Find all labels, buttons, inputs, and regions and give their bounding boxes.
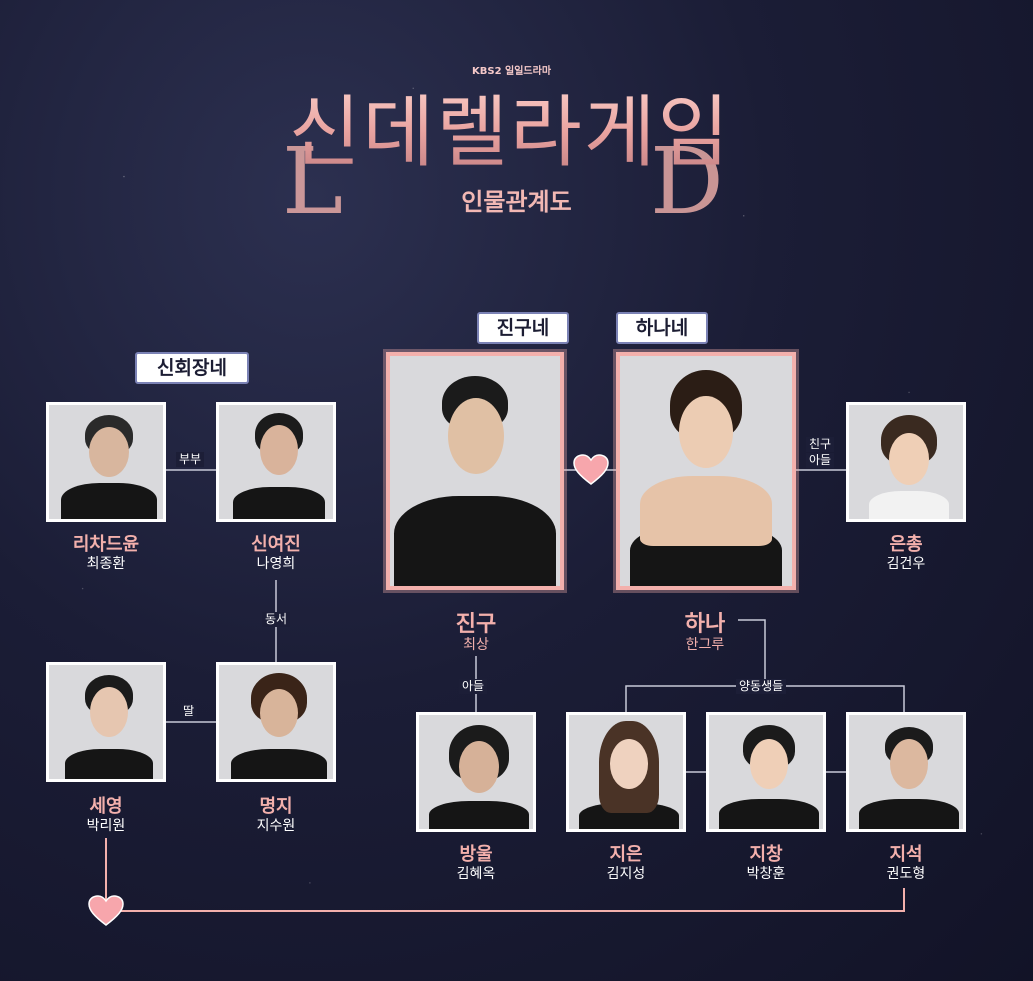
character-name: 리차드윤 <box>72 534 140 555</box>
character-name: 지석 <box>889 844 923 865</box>
actor-name: 박창훈 <box>746 866 786 882</box>
actor-name: 나영희 <box>256 556 296 572</box>
actor-name: 김지성 <box>606 866 646 882</box>
portrait-jichang <box>706 712 826 832</box>
relation-label-siblings: 양동생들 <box>736 679 787 694</box>
actor-name: 한그루 <box>685 637 725 653</box>
relation-label-sisters-in-law: 동서 <box>262 612 291 627</box>
actor-name: 권도형 <box>886 866 926 882</box>
character-name: 은총 <box>889 534 923 555</box>
actor-name: 지수원 <box>256 818 296 834</box>
character-name: 신여진 <box>251 534 301 555</box>
character-name: 지창 <box>749 844 783 865</box>
actor-name: 박리원 <box>86 818 126 834</box>
group-label-hana: 하나네 <box>616 312 708 344</box>
portrait-jingu <box>386 352 564 590</box>
relation-label-daughter: 딸 <box>180 704 198 719</box>
title-decoration-l: L <box>282 128 343 235</box>
portrait-jieun <box>566 712 686 832</box>
heart-icon <box>573 454 609 485</box>
character-name: 지은 <box>609 844 643 865</box>
relation-label-friend-son: 아들 <box>806 453 835 468</box>
page-subtitle: 인물관계도 <box>461 188 572 216</box>
relation-label-son: 아들 <box>459 679 488 694</box>
character-name: 방울 <box>459 844 493 865</box>
relation-label-friend: 친구 <box>806 437 835 452</box>
character-name: 명지 <box>259 796 293 817</box>
portrait-seyoung <box>46 662 166 782</box>
portrait-eunchong <box>846 402 966 522</box>
portrait-bangul <box>416 712 536 832</box>
heart-icon <box>88 895 124 926</box>
character-name: 진구 <box>455 612 497 637</box>
actor-name: 김혜옥 <box>456 866 496 882</box>
actor-name: 김건우 <box>886 556 926 572</box>
network-logo: KBS2 일일드라마 <box>472 62 551 77</box>
group-label-shin: 신회장네 <box>135 352 249 384</box>
portrait-hana <box>616 352 796 590</box>
drama-title: 신데렐라게임 <box>270 70 750 182</box>
portrait-richard <box>46 402 166 522</box>
actor-name: 최상 <box>463 637 489 653</box>
portrait-jiseok <box>846 712 966 832</box>
character-name: 하나 <box>684 612 726 637</box>
portrait-myungji <box>216 662 336 782</box>
title-decoration-d: D <box>650 128 724 235</box>
relation-label-couple: 부부 <box>176 452 205 467</box>
portrait-yeojin <box>216 402 336 522</box>
group-label-jingu: 진구네 <box>477 312 569 344</box>
actor-name: 최종환 <box>86 556 126 572</box>
character-name: 세영 <box>89 796 123 817</box>
